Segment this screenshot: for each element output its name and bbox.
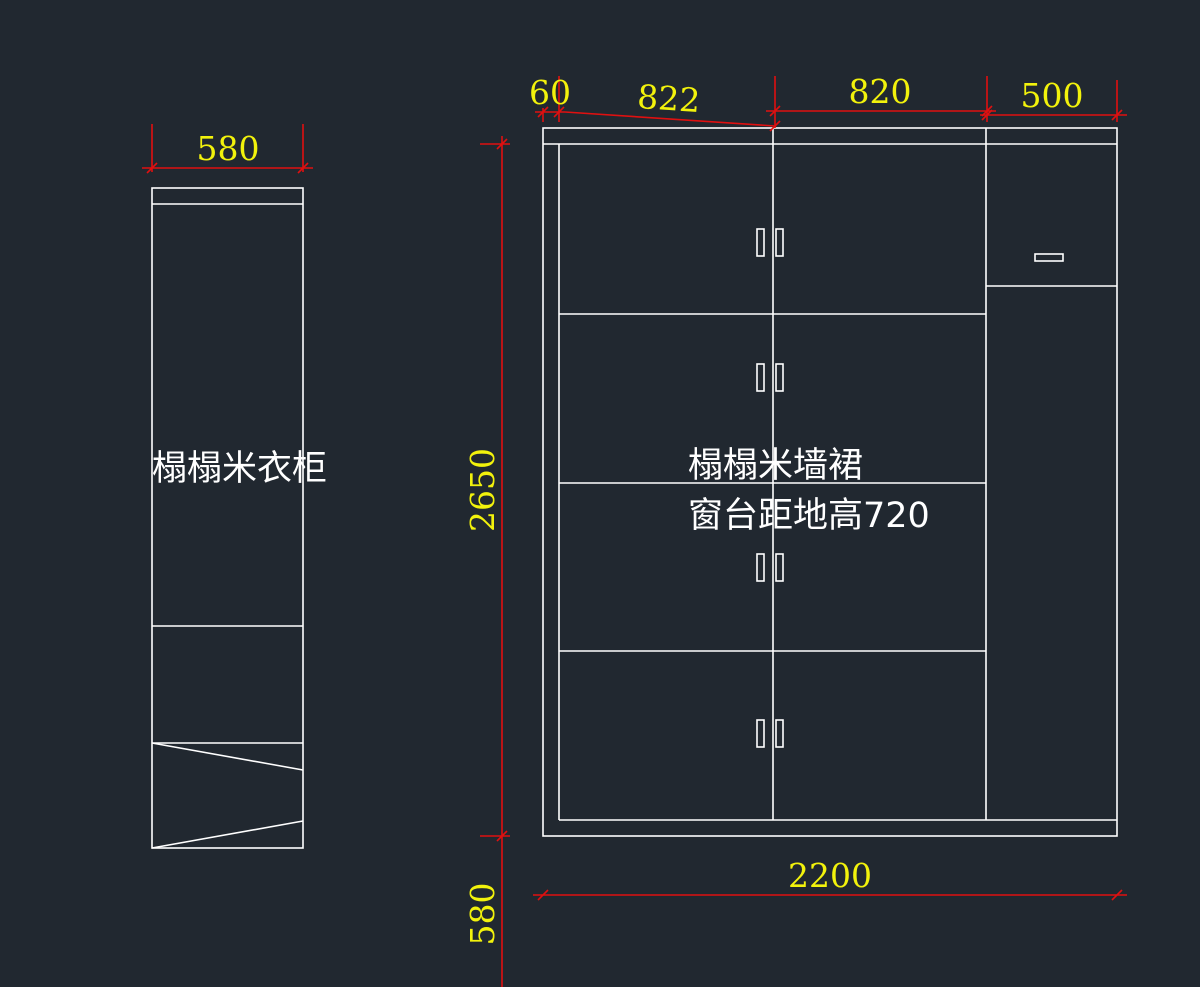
dim-tick <box>1111 109 1123 121</box>
wardrobe-width-value: 580 <box>197 129 260 168</box>
wardrobe-outline <box>151 187 304 849</box>
dim-tick <box>769 105 781 117</box>
top-dimension-chain: 60 822 820 500 <box>529 72 1127 132</box>
dim-tick <box>496 138 508 150</box>
dim-tick <box>146 162 158 174</box>
dim-value-60: 60 <box>529 73 571 112</box>
height-dimension: 2650 580 <box>463 136 510 987</box>
height-upper-value: 2650 <box>463 448 502 532</box>
overall-width-value: 2200 <box>788 856 872 895</box>
dim-tick <box>981 109 993 121</box>
dim-tick <box>981 105 993 117</box>
door-handle-right <box>775 363 784 392</box>
drawer-handle <box>1034 253 1064 262</box>
overall-width-dimension: 2200 <box>533 856 1127 901</box>
door-handle-left <box>756 228 765 257</box>
wall-skirt-outline <box>542 127 1118 837</box>
wardrobe-hatch-1 <box>151 742 304 771</box>
door-handle-right <box>775 553 784 582</box>
wardrobe-label: 榻榻米衣柜 <box>152 449 327 489</box>
dim-tick <box>537 106 549 118</box>
dim-line-leader <box>564 111 776 127</box>
dim-tick <box>297 162 309 174</box>
dim-tick <box>496 830 508 842</box>
height-lower-value: 580 <box>463 883 502 946</box>
dim-value-820: 820 <box>849 72 912 111</box>
dim-tick <box>1111 889 1123 901</box>
dim-tick <box>553 106 565 118</box>
wardrobe-elevation <box>151 187 304 849</box>
dim-tick <box>769 120 781 132</box>
door-handle-left <box>756 719 765 748</box>
dim-value-500: 500 <box>1021 76 1084 115</box>
windowsill-height-note: 窗台距地高720 <box>688 496 930 536</box>
dim-tick <box>537 889 549 901</box>
door-handle-right <box>775 719 784 748</box>
dim-value-822: 822 <box>636 77 701 120</box>
wardrobe-hatch-2 <box>151 820 304 849</box>
door-handle-right <box>775 228 784 257</box>
door-handle-left <box>756 363 765 392</box>
wardrobe-width-dimension: 580 <box>142 124 313 174</box>
wall-skirt-label: 榻榻米墙裙 <box>688 446 863 486</box>
door-handle-left <box>756 553 765 582</box>
wall-skirt-elevation <box>542 127 1118 837</box>
